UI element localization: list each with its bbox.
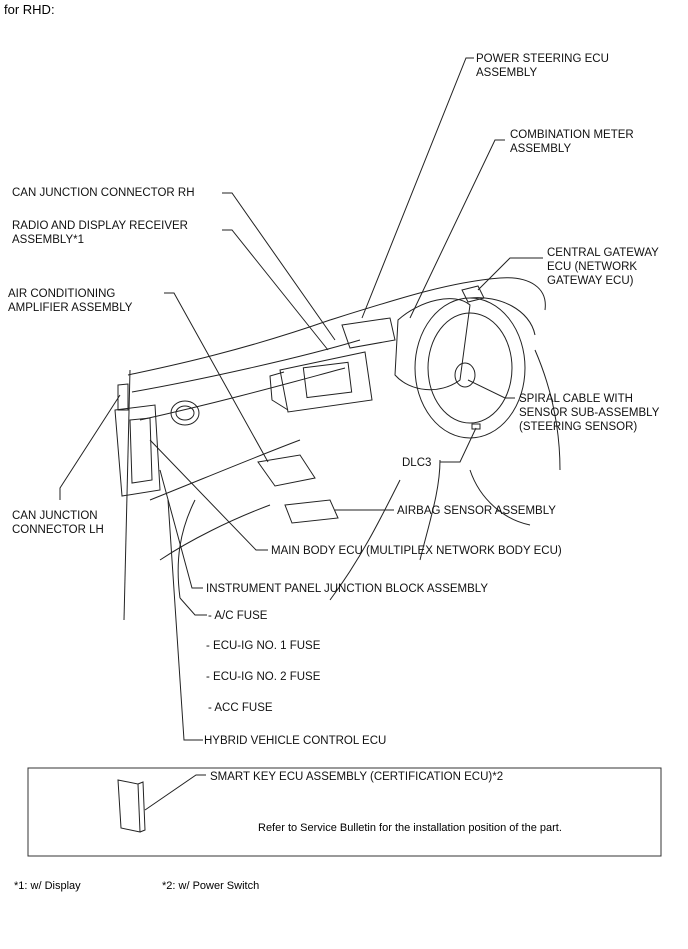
- label-ecu-ig1-fuse: - ECU-IG NO. 1 FUSE: [206, 640, 321, 652]
- label-hybrid-vehicle-ecu: HYBRID VEHICLE CONTROL ECU: [204, 735, 387, 747]
- label-instrument-panel-jb: INSTRUMENT PANEL JUNCTION BLOCK ASSEMBLY: [206, 583, 489, 595]
- footnote-1: *1: w/ Display: [14, 880, 81, 892]
- label-dlc3: DLC3: [402, 457, 432, 469]
- label-ac-amplifier: AIR CONDITIONING AMPLIFIER ASSEMBLY: [8, 288, 133, 314]
- label-radio-display-receiver: RADIO AND DISPLAY RECEIVER ASSEMBLY*1: [12, 220, 188, 246]
- label-airbag-sensor: AIRBAG SENSOR ASSEMBLY: [397, 505, 556, 517]
- service-bulletin-note: Refer to Service Bulletin for the instal…: [258, 822, 562, 834]
- label-power-steering-ecu: POWER STEERING ECU ASSEMBLY: [476, 53, 609, 79]
- label-ecu-ig2-fuse: - ECU-IG NO. 2 FUSE: [206, 671, 321, 683]
- label-ac-fuse: - A/C FUSE: [208, 610, 268, 622]
- label-smart-key-ecu: SMART KEY ECU ASSEMBLY (CERTIFICATION EC…: [210, 771, 504, 783]
- label-can-junction-rh: CAN JUNCTION CONNECTOR RH: [12, 187, 195, 199]
- footnote-2: *2: w/ Power Switch: [162, 880, 260, 892]
- label-can-junction-lh: CAN JUNCTION CONNECTOR LH: [12, 510, 104, 536]
- label-spiral-cable: SPIRAL CABLE WITH SENSOR SUB-ASSEMBLY (S…: [519, 393, 660, 433]
- label-combination-meter: COMBINATION METER ASSEMBLY: [510, 129, 634, 155]
- label-central-gateway-ecu: CENTRAL GATEWAY ECU (NETWORK GATEWAY ECU…: [547, 247, 659, 287]
- label-acc-fuse: - ACC FUSE: [208, 702, 273, 714]
- label-main-body-ecu: MAIN BODY ECU (MULTIPLEX NETWORK BODY EC…: [271, 545, 562, 557]
- page-header: for RHD:: [4, 2, 55, 17]
